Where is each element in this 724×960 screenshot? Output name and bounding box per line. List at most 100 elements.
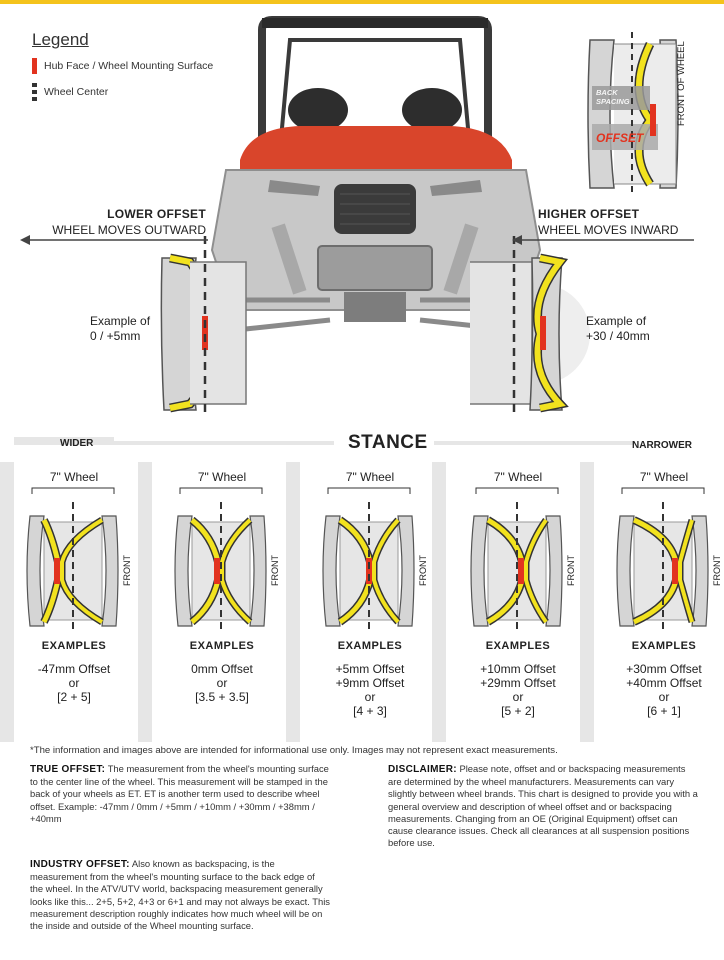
lower-offset-title: LOWER OFFSET	[107, 207, 206, 221]
wheel-size-label: 7" Wheel	[345, 470, 395, 484]
top-accent-bar	[0, 0, 724, 4]
legend-wheel-center-label: Wheel Center	[44, 86, 109, 98]
example-value-line: or	[216, 676, 228, 690]
example-value-line: 0mm Offset	[191, 662, 253, 676]
front-label: FRONT	[566, 555, 576, 586]
hub-face-swatch	[32, 58, 37, 74]
example-left: Example of 0 / +5mm	[90, 314, 150, 344]
example-left-line2: 0 / +5mm	[90, 329, 141, 343]
example-value-line: or	[658, 690, 670, 704]
wheel-cross-section	[26, 487, 119, 634]
legend-item-hub-face: Hub Face / Wheel Mounting Surface	[32, 56, 213, 76]
wheel-size-label: 7" Wheel	[49, 470, 99, 484]
inset-offset-diagram	[587, 32, 679, 192]
column-divider	[286, 462, 300, 742]
hero-wheel-right	[470, 253, 590, 413]
wheel-cross-section	[616, 487, 709, 634]
example-value-line: +5mm Offset	[335, 662, 405, 676]
roll-cage-bar	[262, 18, 488, 28]
wheel-cross-section	[174, 487, 267, 634]
example-value-line: [4 + 3]	[353, 704, 387, 718]
stance-title: STANCE	[348, 432, 428, 453]
front-label: FRONT	[418, 555, 428, 586]
example-value-line: +10mm Offset	[480, 662, 556, 676]
example-value-line: [2 + 5]	[57, 690, 91, 704]
example-value-line: +30mm Offset	[626, 662, 702, 676]
higher-offset-sub: WHEEL MOVES INWARD	[538, 223, 679, 237]
example-value-line: [6 + 1]	[647, 704, 681, 718]
headlight-right	[430, 180, 482, 196]
examples-title: EXAMPLES	[485, 640, 551, 652]
front-label: FRONT	[270, 555, 280, 586]
footnote: *The information and images above are in…	[30, 745, 558, 756]
disclaimer-body: Please note, offset and or backspacing m…	[388, 763, 698, 849]
front-label: FRONT	[122, 555, 132, 586]
industry-offset-section: INDUSTRY OFFSET: Also known as backspaci…	[30, 858, 330, 932]
wider-label: WIDER	[60, 438, 94, 449]
example-value-line: or	[68, 676, 80, 690]
headlight-left	[268, 180, 320, 196]
utv-hood	[240, 126, 512, 180]
stance-rule	[14, 437, 634, 445]
wheel-size-label: 7" Wheel	[197, 470, 247, 484]
example-left-line1: Example of	[90, 314, 151, 328]
example-value-line: or	[364, 690, 376, 704]
higher-offset-title: HIGHER OFFSET	[538, 207, 640, 221]
wheel-cross-section	[322, 487, 415, 634]
examples-title: EXAMPLES	[41, 640, 107, 652]
shock-left	[271, 223, 307, 295]
disclaimer-section: DISCLAIMER: Please note, offset and or b…	[388, 763, 698, 849]
seat-right	[402, 88, 462, 132]
example-value-line: +9mm Offset	[335, 676, 405, 690]
wheel-size-label: 7" Wheel	[493, 470, 543, 484]
wheel-cross-section	[470, 487, 563, 634]
column-divider	[138, 462, 152, 742]
inset-offset-label: OFFSET	[596, 131, 644, 145]
example-value-line: or	[512, 690, 524, 704]
arrow-inward	[512, 235, 694, 245]
disclaimer-heading: DISCLAIMER:	[388, 764, 457, 775]
utv-hero-illustration	[20, 16, 694, 418]
legend: Legend Hub Face / Wheel Mounting Surface…	[32, 30, 213, 108]
inset-front-label: FRONT OF WHEEL	[676, 41, 687, 126]
industry-offset-body: Also known as backspacing, is the measur…	[30, 858, 330, 932]
inset-back-spacing-label: BACK SPACING	[596, 88, 630, 106]
true-offset-section: TRUE OFFSET: The measurement from the wh…	[30, 763, 330, 825]
column-divider	[580, 462, 594, 742]
front-label: FRONT	[712, 555, 722, 586]
narrower-label: NARROWER	[632, 440, 692, 451]
column-divider	[0, 462, 14, 742]
wheel-size-label: 7" Wheel	[639, 470, 689, 484]
example-value-line: +40mm Offset	[626, 676, 702, 690]
utv-bumper	[317, 245, 433, 291]
shock-right	[443, 223, 479, 295]
legend-title: Legend	[32, 30, 89, 49]
true-offset-heading: TRUE OFFSET:	[30, 764, 106, 775]
legend-item-wheel-center: Wheel Center	[32, 82, 213, 102]
legend-hub-face-label: Hub Face / Wheel Mounting Surface	[44, 60, 214, 72]
example-value-line: [3.5 + 3.5]	[195, 690, 249, 704]
hero-wheel-left	[160, 253, 247, 413]
utv-grille	[334, 184, 416, 234]
arrow-outward	[20, 235, 208, 245]
grille-mesh	[340, 193, 410, 225]
column-divider	[432, 462, 446, 742]
seat-left	[288, 88, 348, 132]
lower-offset-sub: WHEEL MOVES OUTWARD	[52, 223, 206, 237]
examples-title: EXAMPLES	[189, 640, 255, 652]
example-right-line2: +30 / 40mm	[586, 329, 650, 343]
higher-offset-label: HIGHER OFFSET WHEEL MOVES INWARD	[538, 206, 698, 238]
example-right-line1: Example of	[586, 314, 647, 328]
examples-title: EXAMPLES	[631, 640, 697, 652]
